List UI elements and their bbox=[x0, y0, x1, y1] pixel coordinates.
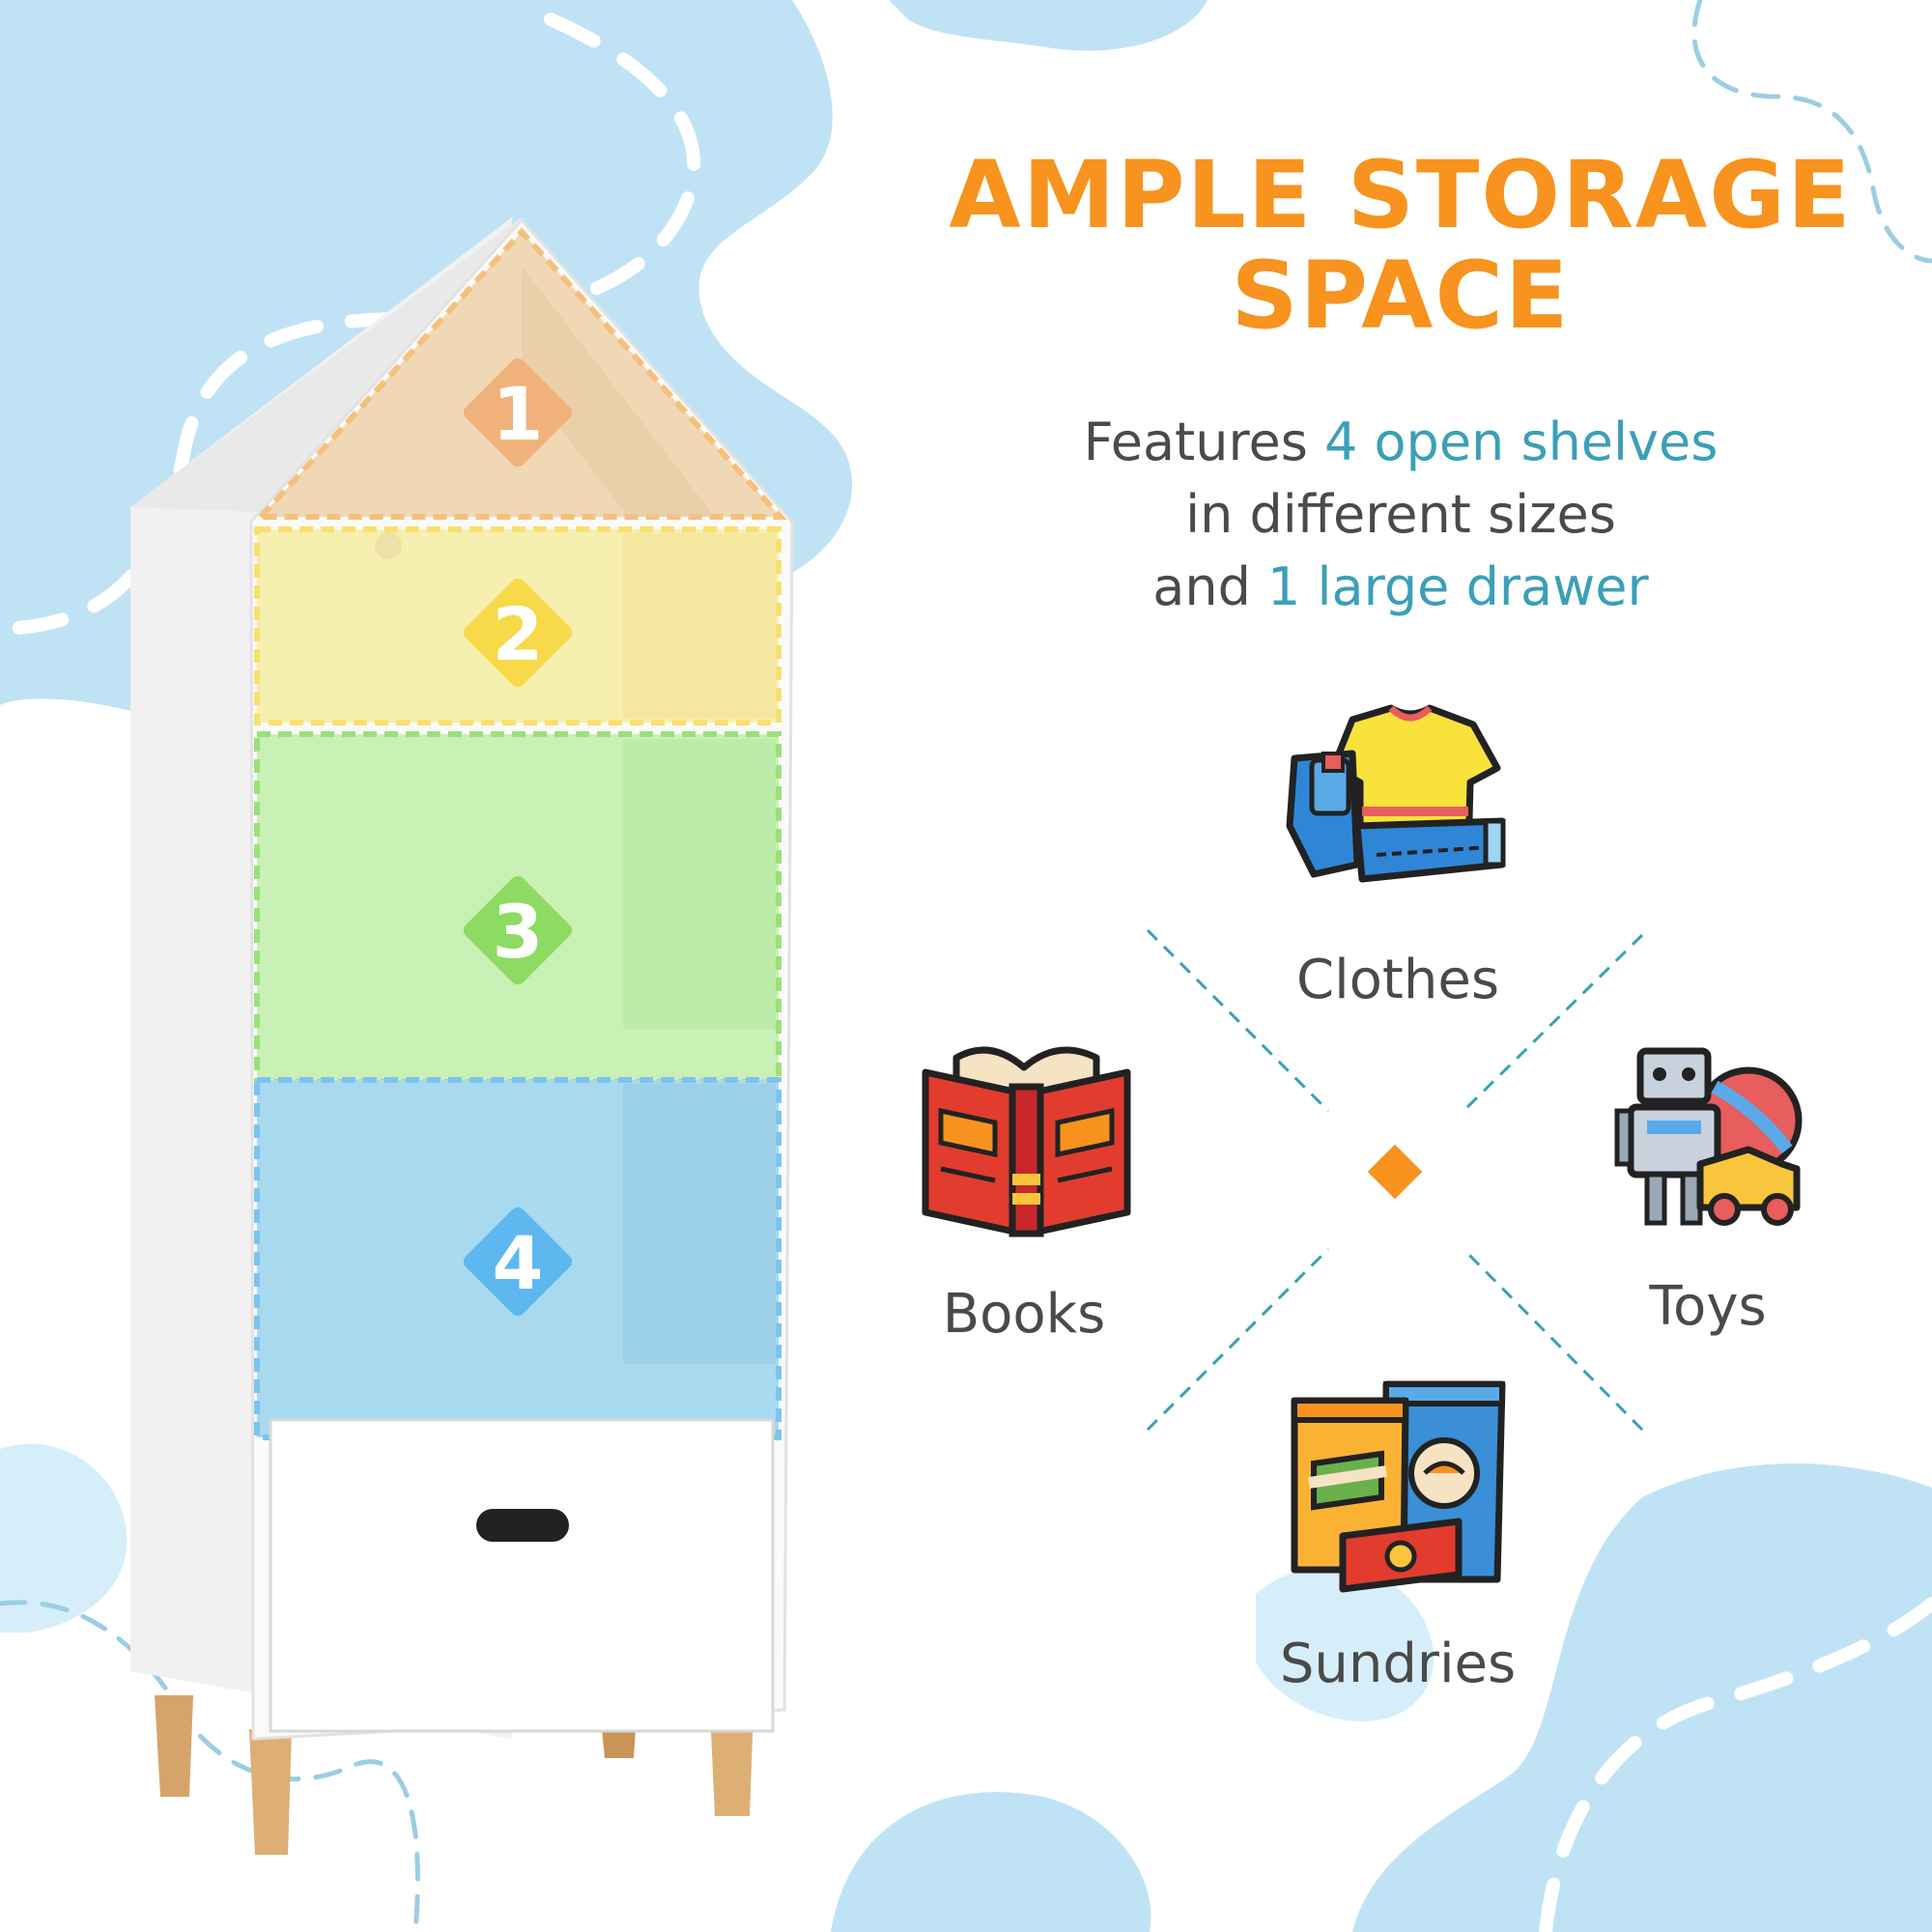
features-highlight-shelves: 4 open shelves bbox=[1324, 412, 1719, 472]
shelf-badge-1: 1 bbox=[463, 357, 573, 468]
category-label-books: Books bbox=[942, 1283, 1106, 1346]
features-line-3: and 1 large drawer bbox=[908, 551, 1893, 623]
toys-icon bbox=[1614, 1047, 1803, 1226]
bottom-right-blob bbox=[1352, 1463, 1932, 1932]
drawer-handle bbox=[476, 1509, 569, 1542]
features-line-2: in different sizes bbox=[1185, 484, 1616, 545]
leg-front-right bbox=[710, 1710, 753, 1816]
features-text-plain: and bbox=[1152, 556, 1268, 617]
bottom-mid-blob bbox=[1256, 1566, 1435, 1721]
shelf-badge-4: 4 bbox=[463, 1207, 573, 1317]
drawer bbox=[269, 1418, 775, 1733]
center-diamond bbox=[1367, 1144, 1423, 1200]
bottom-left-blob bbox=[831, 1792, 1151, 1932]
left-mid-blob bbox=[0, 1443, 128, 1633]
shelf-badge-2: 2 bbox=[463, 578, 573, 688]
shelf-number-3: 3 bbox=[493, 889, 544, 975]
features-highlight-drawer: 1 large drawer bbox=[1267, 556, 1649, 617]
divider-line-nw bbox=[1146, 928, 1330, 1113]
shelf-number-2: 2 bbox=[493, 591, 544, 677]
leg-back-left bbox=[155, 1695, 193, 1797]
divider-line-sw bbox=[1146, 1247, 1330, 1432]
dashed-line-bottom-right bbox=[1539, 1597, 1932, 1932]
shelf-number-4: 4 bbox=[493, 1220, 544, 1306]
headline: AMPLE STORAGE SPACE bbox=[869, 145, 1932, 346]
shelf-number-1: 1 bbox=[493, 371, 544, 457]
headline-line-1: AMPLE STORAGE bbox=[949, 141, 1853, 249]
category-label-toys: Toys bbox=[1649, 1275, 1767, 1338]
features-line-1: Features 4 open shelves bbox=[908, 406, 1893, 478]
dashed-line-top-right bbox=[1691, 0, 1932, 264]
top-right-blob bbox=[889, 0, 1208, 51]
book-icon bbox=[922, 1046, 1131, 1237]
shelf-roof-left bbox=[130, 217, 522, 512]
features-text: Features 4 open shelves in different siz… bbox=[908, 406, 1893, 623]
clothes-icon bbox=[1286, 704, 1506, 883]
category-label-sundries: Sundries bbox=[1279, 1633, 1517, 1695]
leg-front-left bbox=[249, 1729, 292, 1855]
divider-line-ne bbox=[1462, 933, 1644, 1113]
category-label-clothes: Clothes bbox=[1296, 949, 1499, 1011]
headline-line-2: SPACE bbox=[1231, 242, 1571, 350]
shelf-badge-3: 3 bbox=[463, 875, 573, 985]
features-text-plain: Features bbox=[1083, 412, 1324, 472]
divider-line-se bbox=[1462, 1247, 1644, 1432]
snacks-icon bbox=[1291, 1380, 1506, 1593]
